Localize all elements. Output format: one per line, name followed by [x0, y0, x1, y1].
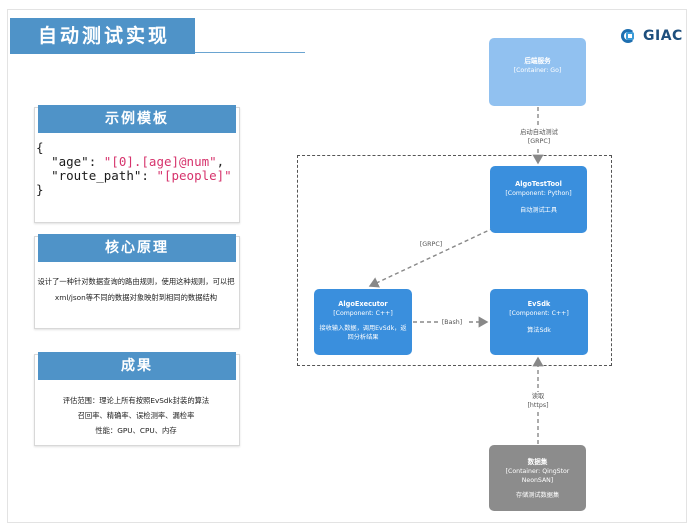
- node-sdk-type: [Component: C++]: [509, 310, 569, 317]
- code-value-route-path: "[people]": [156, 168, 232, 183]
- node-tool-type: [Component: Python]: [505, 190, 572, 197]
- edge-tool-executor-tech: [GRPC]: [419, 241, 443, 248]
- giac-logo: GIAC: [621, 28, 683, 44]
- code-value-age: "[0].[age]@num": [103, 154, 217, 169]
- node-dataset-name: 数据集: [527, 458, 548, 466]
- node-dataset[interactable]: 数据集 [Container: QingStor NeonSAN] 存储测试数据…: [489, 445, 586, 511]
- logo-text: GIAC: [643, 28, 683, 44]
- template-code: { "age": "[0].[age]@num", "route_path": …: [36, 141, 232, 197]
- node-tool-desc: 自动测试工具: [519, 207, 558, 214]
- code-sep-2: :: [141, 168, 157, 183]
- edge-backend-tool-label: 启动自动测试: [520, 129, 558, 136]
- principle-text: 设计了一种针对数据查询的路由规则，使用这种规则，可以把xml/json等不同的数…: [37, 277, 235, 302]
- node-executor-type: [Component: C++]: [333, 310, 393, 317]
- giac-logo-icon: [621, 29, 641, 43]
- code-sep-1: :: [88, 154, 104, 169]
- node-algo-executor[interactable]: AlgoExecutor [Component: C++] 接收输入数据，调用E…: [314, 289, 412, 355]
- edge-executor-sdk-tech: [Bash]: [441, 319, 463, 326]
- template-panel-heading: 示例模板: [38, 105, 236, 133]
- node-backend-type: [Container: Go]: [513, 67, 562, 74]
- results-line-performance: 性能：GPU、CPU、内存: [95, 426, 177, 435]
- node-tool-name: AlgoTestTool: [515, 180, 562, 188]
- edge-tool-executor: [368, 224, 501, 288]
- edge-label-tool-executor: [GRPC]: [414, 240, 448, 249]
- code-close-brace: }: [36, 182, 44, 197]
- principle-panel-heading: 核心原理: [38, 234, 236, 262]
- node-algo-test-tool[interactable]: AlgoTestTool [Component: Python] 自动测试工具: [490, 166, 587, 233]
- node-evsdk[interactable]: EvSdk [Component: C++] 算法Sdk: [490, 289, 588, 355]
- results-line-metrics: 召回率、精确率、误检测率、漏检率: [77, 411, 195, 420]
- edge-label-executor-sdk: [Bash]: [438, 318, 466, 327]
- edge-dataset-sdk-tech: [https]: [527, 402, 549, 409]
- results-line-scope: 评估范围：理论上所有按照EvSdk封装的算法: [62, 396, 210, 405]
- code-open-brace: {: [36, 140, 44, 155]
- results-list: 评估范围：理论上所有按照EvSdk封装的算法 召回率、精确率、误检测率、漏检率 …: [40, 393, 232, 438]
- page-title: 自动测试实现: [10, 18, 195, 54]
- system-boundary: [297, 155, 612, 366]
- node-dataset-desc: 存储测试数据集: [515, 492, 560, 499]
- code-key-age: "age": [51, 154, 89, 169]
- node-executor-desc: 接收输入数据，调用EvSdk，返回分析结果: [319, 325, 407, 341]
- edge-label-backend-tool: 启动自动测试 [GRPC]: [508, 128, 570, 146]
- node-backend-service[interactable]: 后端服务 [Container: Go]: [489, 38, 586, 106]
- node-sdk-desc: 算法Sdk: [527, 327, 551, 334]
- edge-backend-tool-tech: [GRPC]: [527, 138, 551, 145]
- edge-dataset-sdk-label: 读取: [531, 393, 545, 400]
- node-dataset-type: [Container: QingStor NeonSAN]: [505, 468, 570, 484]
- results-panel-heading: 成果: [38, 352, 236, 380]
- node-executor-name: AlgoExecutor: [338, 300, 388, 308]
- title-underline: [195, 52, 305, 53]
- code-key-route-path: "route_path": [51, 168, 142, 183]
- node-sdk-name: EvSdk: [527, 300, 551, 308]
- node-backend-name: 后端服务: [524, 57, 551, 65]
- edge-label-dataset-sdk: 读取 [https]: [521, 392, 555, 410]
- code-comma: ,: [216, 154, 225, 169]
